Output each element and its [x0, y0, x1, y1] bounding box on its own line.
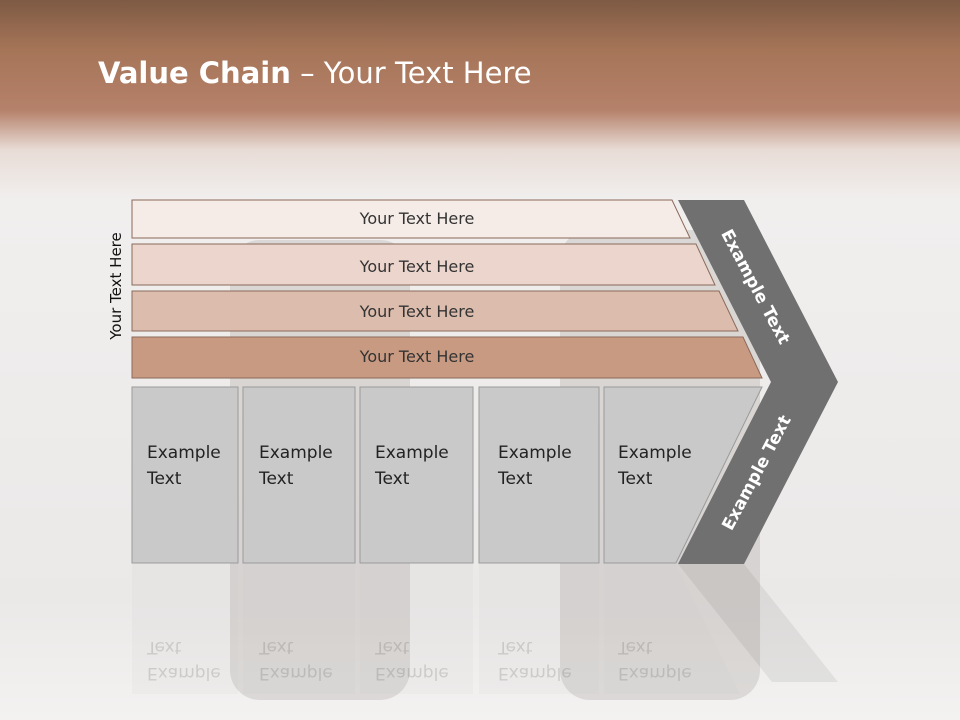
row-label-1: Your Text Here	[359, 209, 475, 228]
reflection-box-2	[243, 564, 355, 694]
box-shape-4	[478, 386, 600, 564]
reflection-box-1	[132, 564, 238, 694]
box-reflection-1: Example Text	[147, 637, 221, 683]
box-shape-5	[603, 386, 763, 564]
row-shape-4	[131, 336, 763, 379]
reflection-group	[132, 564, 838, 694]
box-label-4: Example Text	[498, 443, 572, 489]
box-reflection-5: Example Text	[618, 637, 692, 683]
box-shape-3	[359, 386, 474, 564]
box-label-1: Example Text	[147, 443, 221, 489]
box-label-5: Example Text	[618, 443, 692, 489]
row-shape-2	[131, 243, 716, 286]
row-label-2: Your Text Here	[359, 257, 475, 276]
box-reflection-2: Example Text	[259, 637, 333, 683]
reflection-box-3	[360, 564, 473, 694]
box-reflection-3: Example Text	[375, 637, 449, 683]
row-shape-3	[131, 290, 739, 332]
slide-title: Value Chain – Your Text Here	[98, 56, 532, 90]
reflection-chevron	[678, 564, 838, 682]
row-label-4: Your Text Here	[359, 347, 475, 366]
box-reflection-4: Example Text	[498, 637, 572, 683]
title-rest: – Your Text Here	[290, 56, 532, 90]
row-label-3: Your Text Here	[359, 302, 475, 321]
reflection-box-5	[604, 564, 740, 694]
box-label-2: Example Text	[259, 443, 333, 489]
reflection-box-4	[479, 564, 599, 694]
box-shape-1	[131, 386, 239, 564]
box-shape-2	[242, 386, 356, 564]
box-label-3: Example Text	[375, 443, 449, 489]
title-bold: Value Chain	[98, 56, 291, 90]
row-shape-1	[131, 199, 691, 239]
margin-chevron	[678, 200, 838, 564]
